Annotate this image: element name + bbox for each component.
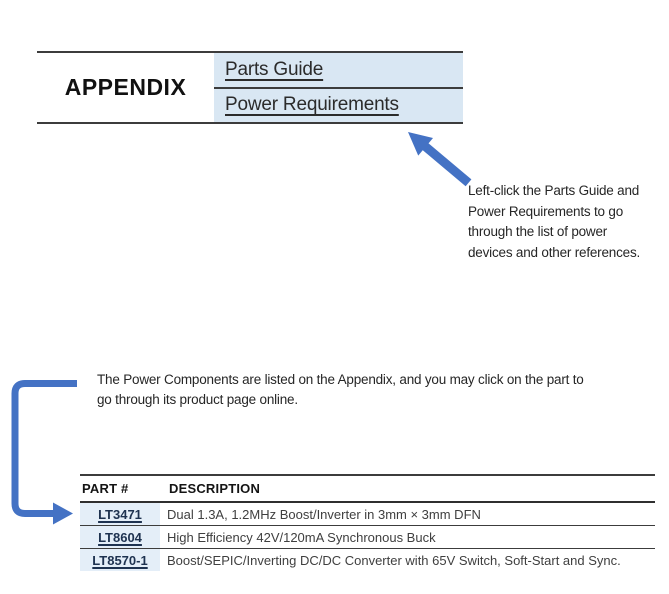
- part-cell: LT8570-1: [80, 549, 160, 571]
- description-column-header: DESCRIPTION: [169, 481, 261, 496]
- appendix-links-cell: Parts Guide Power Requirements: [214, 53, 463, 122]
- table-row: LT8570-1 Boost/SEPIC/Inverting DC/DC Con…: [80, 549, 655, 571]
- power-components-annotation: The Power Components are listed on the A…: [97, 372, 584, 408]
- power-requirements-link[interactable]: Power Requirements: [225, 94, 399, 116]
- part-link-lt8570-1[interactable]: LT8570-1: [92, 552, 148, 568]
- part-link-lt8604[interactable]: LT8604: [98, 529, 142, 545]
- part-cell: LT8604: [80, 526, 160, 548]
- parts-guide-link[interactable]: Parts Guide: [225, 58, 324, 80]
- table-row: LT8604 High Efficiency 42V/120mA Synchro…: [80, 526, 655, 549]
- parts-table-header: PART # DESCRIPTION: [80, 476, 655, 503]
- parts-guide-row: Parts Guide: [214, 53, 463, 87]
- table-row: LT3471 Dual 1.3A, 1.2MHz Boost/Inverter …: [80, 503, 655, 526]
- part-column-header: PART #: [82, 481, 129, 496]
- part-description: Dual 1.3A, 1.2MHz Boost/Inverter in 3mm …: [167, 506, 481, 522]
- appendix-links-divider: [214, 86, 463, 89]
- parts-table: PART # DESCRIPTION LT3471 Dual 1.3A, 1.2…: [80, 474, 655, 571]
- bracket-arrow-icon: [11, 380, 77, 525]
- part-description: Boost/SEPIC/Inverting DC/DC Converter wi…: [167, 552, 621, 568]
- appendix-title: APPENDIX: [64, 74, 187, 100]
- part-description: High Efficiency 42V/120mA Synchronous Bu…: [167, 529, 436, 545]
- pointer-arrow-icon: [408, 132, 472, 187]
- part-cell: LT3471: [80, 503, 160, 525]
- appendix-bottom-rule: [37, 122, 463, 124]
- part-link-lt3471[interactable]: LT3471: [98, 506, 142, 522]
- appendix-top-rule: [37, 51, 463, 53]
- parts-guide-annotation: Left-click the Parts Guide and Power Req…: [468, 183, 641, 260]
- power-requirements-row: Power Requirements: [214, 89, 463, 123]
